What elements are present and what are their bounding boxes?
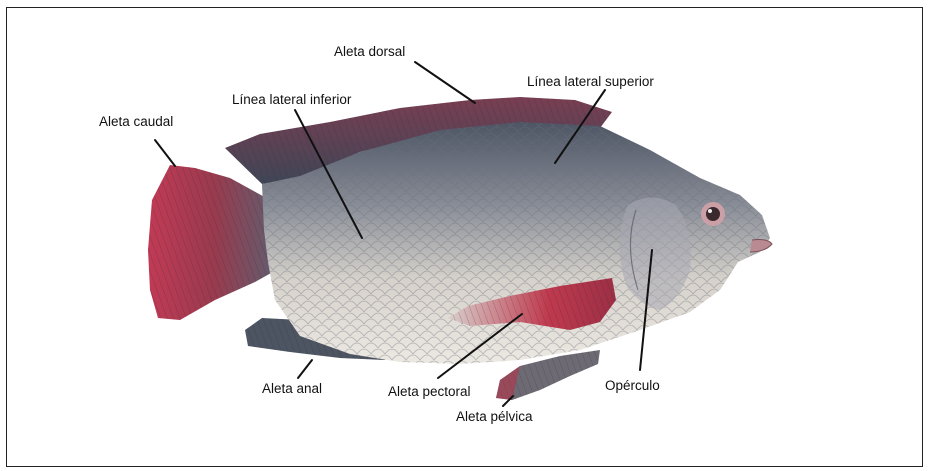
leader-line-aleta-dorsal xyxy=(415,62,475,103)
label-operculo: Opérculo xyxy=(605,378,660,394)
caudal-fin-shape xyxy=(148,165,280,320)
leader-line-aleta-caudal xyxy=(155,140,175,166)
label-aleta-pelvica: Aleta pélvica xyxy=(456,409,533,425)
mouth xyxy=(750,240,772,253)
leader-line-aleta-anal xyxy=(298,360,312,378)
label-aleta-caudal: Aleta caudal xyxy=(99,114,173,130)
label-aleta-pectoral: Aleta pectoral xyxy=(388,384,471,400)
eye xyxy=(701,202,725,226)
label-linea-lateral-superior: Línea lateral superior xyxy=(527,74,654,90)
label-aleta-dorsal: Aleta dorsal xyxy=(334,44,405,60)
label-aleta-anal: Aleta anal xyxy=(262,381,322,397)
label-linea-lateral-inferior: Línea lateral inferior xyxy=(232,92,351,108)
